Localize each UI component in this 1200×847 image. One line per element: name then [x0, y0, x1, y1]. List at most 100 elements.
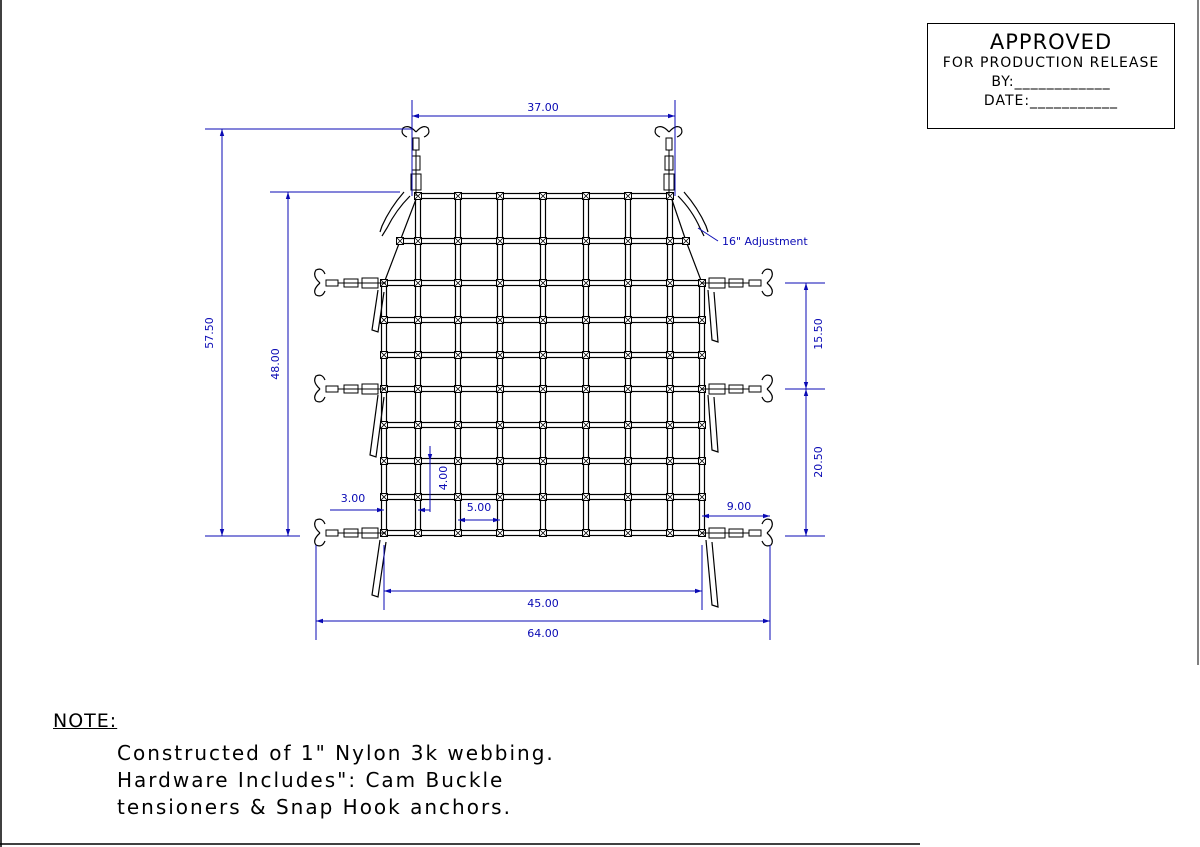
joint-cross — [666, 351, 674, 359]
note-lines: Constructed of 1" Nylon 3k webbing. Hard… — [117, 740, 555, 821]
hook-eye — [325, 279, 339, 287]
snap-hook-assembly — [314, 518, 386, 547]
joint-marker — [380, 316, 388, 324]
snap-hook — [761, 374, 773, 403]
joint-marker — [582, 385, 590, 393]
joint-cross — [539, 192, 547, 200]
joint-marker — [414, 421, 422, 429]
snap-hook-assembly — [314, 374, 386, 403]
dim-right-lower: 20.50 — [812, 446, 825, 478]
joint-marker — [624, 316, 632, 324]
snap-hook-assembly — [314, 268, 386, 297]
dim-edge-offset: 3.00 — [341, 492, 366, 505]
joint-cross — [624, 385, 632, 393]
joint-marker — [582, 279, 590, 287]
joint-cross — [380, 351, 388, 359]
joint-cross — [539, 529, 547, 537]
snap-hook — [401, 126, 430, 138]
joint-marker — [496, 457, 504, 465]
joint-marker — [666, 421, 674, 429]
joint-cross — [682, 237, 690, 245]
joint-cross — [454, 421, 462, 429]
joint-marker — [414, 493, 422, 501]
joint-cross — [666, 457, 674, 465]
approval-date-field: DATE:___________ — [983, 93, 1119, 109]
joint-marker — [666, 385, 674, 393]
joint-cross — [396, 237, 404, 245]
snap-hook — [761, 268, 773, 297]
dim-right-upper: 15.50 — [812, 318, 825, 350]
joint-cross — [380, 493, 388, 501]
joint-cross — [454, 457, 462, 465]
joint-marker — [666, 279, 674, 287]
joint-marker — [496, 529, 504, 537]
note-line: Hardware Includes": Cam Buckle — [117, 768, 505, 792]
joint-cross — [496, 279, 504, 287]
joint-cross — [624, 192, 632, 200]
joint-marker — [496, 385, 504, 393]
hook-eye — [748, 529, 762, 537]
joint-cross — [414, 237, 422, 245]
joint-marker — [454, 457, 462, 465]
hook-eye — [412, 137, 420, 151]
joint-marker — [539, 237, 547, 245]
joint-marker — [380, 351, 388, 359]
vertical-strap — [496, 195, 504, 534]
joint-cross — [582, 421, 590, 429]
dimension-arrow — [702, 513, 709, 519]
joint-cross — [496, 421, 504, 429]
hook-eye — [325, 385, 339, 393]
joint-marker — [624, 529, 632, 537]
joint-marker — [666, 351, 674, 359]
joint-marker — [414, 457, 422, 465]
dimension-line — [697, 227, 719, 242]
joint-marker — [539, 529, 547, 537]
dim-adjustment-note: 16" Adjustment — [722, 235, 808, 248]
joint-marker — [454, 237, 462, 245]
joint-marker — [454, 351, 462, 359]
joint-marker — [496, 279, 504, 287]
joint-cross — [454, 493, 462, 501]
joint-cross — [539, 237, 547, 245]
joint-marker — [496, 316, 504, 324]
dimension-arrow — [803, 283, 809, 290]
joint-marker — [698, 421, 706, 429]
hook-eye — [748, 385, 762, 393]
joint-cross — [414, 385, 422, 393]
joint-marker — [698, 316, 706, 324]
joint-marker — [396, 237, 404, 245]
joint-cross — [380, 316, 388, 324]
note-block: NOTE: Constructed of 1" Nylon 3k webbing… — [53, 710, 555, 821]
joint-cross — [666, 279, 674, 287]
joint-cross — [624, 351, 632, 359]
joint-marker — [414, 279, 422, 287]
joint-cross — [582, 316, 590, 324]
joint-cross — [539, 457, 547, 465]
note-line: Constructed of 1" Nylon 3k webbing. — [117, 741, 555, 765]
joint-marker — [496, 237, 504, 245]
joint-cross — [624, 421, 632, 429]
joint-marker — [496, 351, 504, 359]
dim-overall-height: 57.50 — [203, 317, 216, 349]
joint-marker — [582, 237, 590, 245]
joint-cross — [414, 421, 422, 429]
joint-cross — [414, 279, 422, 287]
joint-marker — [624, 351, 632, 359]
hook-eye — [665, 137, 673, 151]
joint-marker — [582, 457, 590, 465]
joint-marker — [454, 493, 462, 501]
joint-cross — [698, 351, 706, 359]
dimension-arrow — [763, 513, 770, 519]
joint-cross — [496, 385, 504, 393]
joint-cross — [582, 237, 590, 245]
dimension-arrow — [763, 618, 770, 624]
joint-cross — [414, 457, 422, 465]
joint-cross — [582, 192, 590, 200]
joint-marker — [666, 237, 674, 245]
snap-hook — [314, 518, 326, 547]
joint-cross — [539, 385, 547, 393]
joint-cross — [414, 351, 422, 359]
joint-marker — [454, 529, 462, 537]
approval-by-field: BY:____________ — [991, 74, 1111, 90]
joint-marker — [454, 385, 462, 393]
